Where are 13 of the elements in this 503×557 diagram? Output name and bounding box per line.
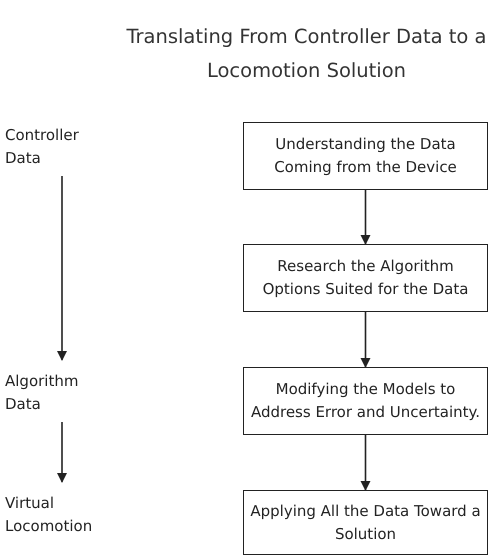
arrow bbox=[360, 435, 370, 491]
stage-label: Algorithm Data bbox=[5, 368, 115, 418]
arrow bbox=[57, 176, 67, 361]
process-box: Understanding the Data Coming from the Device bbox=[243, 122, 488, 190]
arrow bbox=[360, 190, 370, 245]
arrow bbox=[360, 312, 370, 368]
diagram-title: Translating From Controller Data to a Locomotion Solution bbox=[125, 24, 488, 84]
stage-label: Controller Data bbox=[5, 122, 115, 172]
process-box: Applying All the Data Toward a Solution bbox=[243, 490, 488, 555]
process-box: Modifying the Models to Address Error and Uncertainty. bbox=[243, 367, 488, 435]
process-box: Research the Algorithm Options Suited for the Data bbox=[243, 244, 488, 312]
arrow bbox=[57, 422, 67, 483]
stage-label: Virtual Locomotion bbox=[5, 490, 115, 540]
